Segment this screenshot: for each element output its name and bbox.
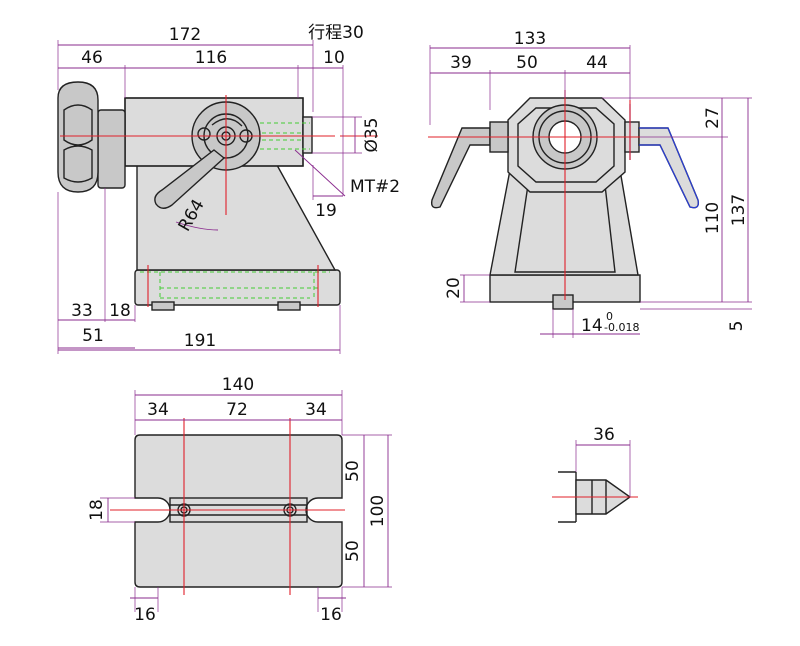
- dim-center-height: 110: [703, 202, 723, 234]
- dim-key-tolerance-upper: 0: [606, 310, 613, 323]
- dim-stroke-offset: 10: [323, 48, 345, 68]
- bottom-view-plate: [134, 434, 343, 588]
- front-view-key: [552, 294, 574, 310]
- dim-total-height: 137: [729, 194, 749, 226]
- radius-arc: [175, 221, 219, 231]
- dim-bottom-right-hole: 34: [305, 400, 327, 420]
- dim-base-offset-2: 18: [109, 301, 131, 321]
- dim-base-offset-1: 33: [71, 301, 93, 321]
- dim-bottom-slot-width: 18: [87, 499, 107, 521]
- dim-nose-length: 19: [315, 201, 337, 221]
- dim-base-height: 20: [444, 277, 464, 299]
- dim-bottom-upper-half: 50: [343, 460, 363, 482]
- dim-bottom-total-depth: 100: [368, 495, 388, 527]
- dim-left-width: 39: [450, 53, 472, 73]
- dim-stroke-label: 行程30: [308, 23, 364, 43]
- dim-key-tolerance-lower: -0.018: [604, 321, 639, 334]
- dim-bottom-lower-half: 50: [343, 540, 363, 562]
- dim-bore-diameter: Ø35: [362, 117, 382, 152]
- dim-total-width: 133: [514, 29, 546, 49]
- dim-top-to-center: 27: [703, 107, 723, 129]
- bottom-view-dimension-labels: 140 34 72 34 50 100 50 18 16 16: [87, 375, 388, 625]
- front-view-lever-left: [430, 127, 491, 209]
- front-view-dimensions: [429, 45, 752, 338]
- front-view-lever-right: [638, 127, 700, 209]
- side-view-hub: [97, 109, 126, 189]
- front-view-dimension-labels: 133 39 50 44 27 110 137 20 14 0 -0.018 5: [444, 29, 749, 336]
- dim-body-length: 116: [195, 48, 227, 68]
- dim-key-width: 14: [581, 316, 603, 336]
- bottom-view-dimensions: [100, 390, 392, 612]
- side-view-dimension-labels: 172 46 116 行程30 10 Ø35 MT#2 19 R64 33 18…: [71, 23, 400, 351]
- dim-key-depth: 5: [727, 321, 747, 332]
- bottom-view: [110, 418, 345, 595]
- dim-left-offset: 46: [81, 48, 103, 68]
- side-view-dimensions: [57, 40, 362, 354]
- dim-base-length: 191: [184, 331, 216, 351]
- dim-right-width: 44: [586, 53, 608, 73]
- dim-taper: MT#2: [350, 177, 400, 197]
- side-view-foot-right: [277, 301, 301, 311]
- dim-bottom-hole-spacing: 72: [226, 400, 248, 420]
- dim-bottom-left-hole: 34: [147, 400, 169, 420]
- dim-center-length: 36: [593, 425, 615, 445]
- dim-base-offset-3: 51: [82, 326, 104, 346]
- dim-bottom-left-slot: 16: [134, 605, 156, 625]
- center-detail: 36: [552, 425, 638, 523]
- dim-bottom-total-width: 140: [222, 375, 254, 395]
- side-view-quill-nose: [302, 116, 313, 154]
- side-view-foot-left: [151, 301, 175, 311]
- side-view: [57, 81, 378, 311]
- front-view: [428, 90, 700, 310]
- dim-total-length: 172: [169, 25, 201, 45]
- dim-center-width: 50: [516, 53, 538, 73]
- dim-bottom-right-slot: 16: [320, 605, 342, 625]
- handwheel-knob: [57, 81, 99, 193]
